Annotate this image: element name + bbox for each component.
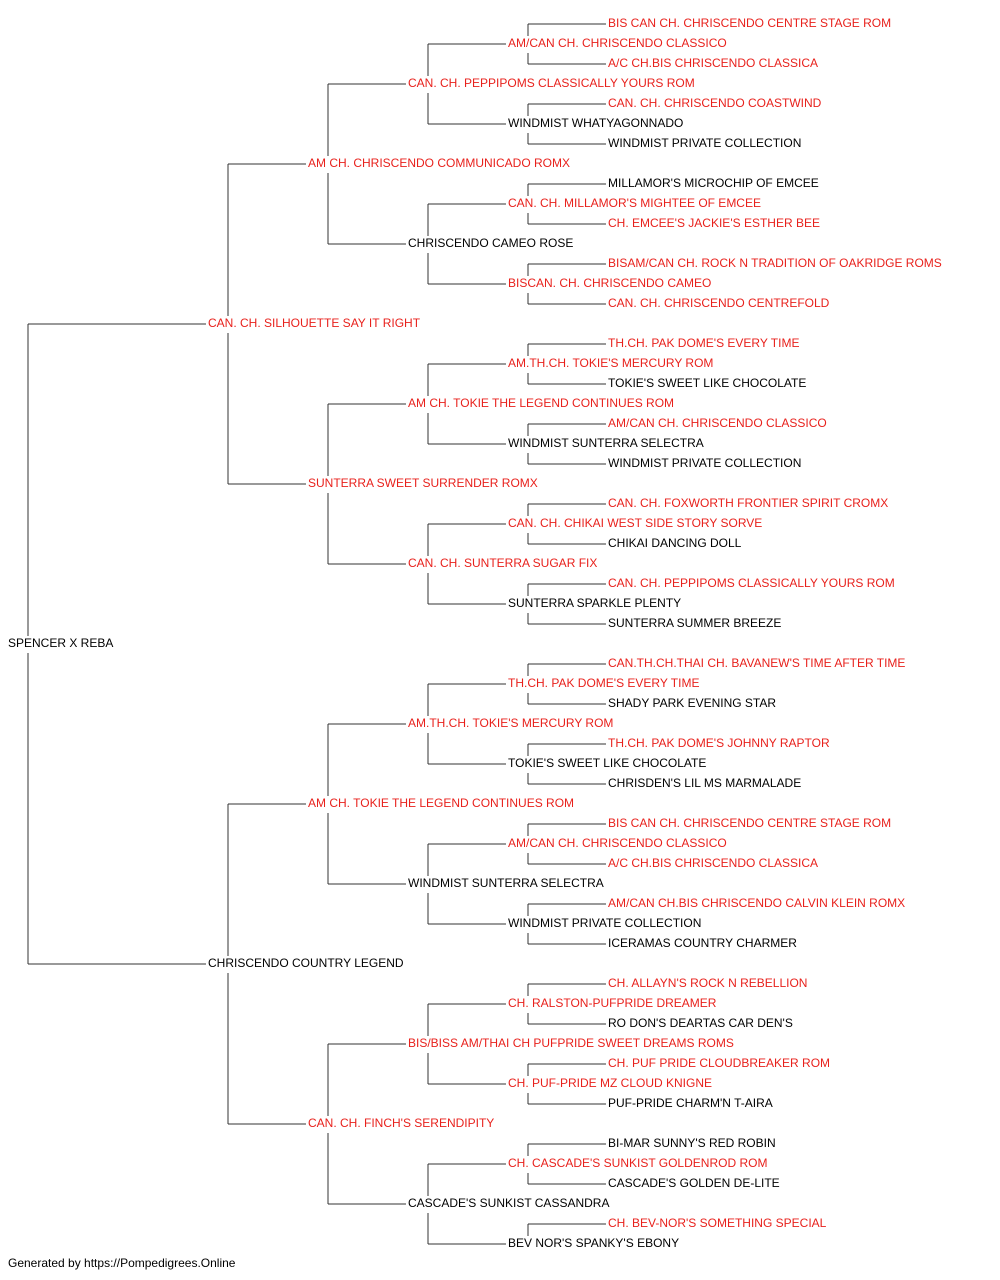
ancestor-name: AM.TH.CH. TOKIE'S MERCURY ROM — [508, 356, 713, 370]
ancestor-name: CASCADE'S SUNKIST CASSANDRA — [408, 1196, 609, 1210]
subject-name: SPENCER X REBA — [8, 636, 113, 650]
ancestor-name: CH. PUF-PRIDE MZ CLOUD KNIGNE — [508, 1076, 712, 1090]
ancestor-name: BIS CAN CH. CHRISCENDO CENTRE STAGE ROM — [608, 816, 891, 830]
ancestor-name: CAN. CH. SUNTERRA SUGAR FIX — [408, 556, 597, 570]
ancestor-name: CHRISDEN'S LIL MS MARMALADE — [608, 776, 801, 790]
ancestor-name: CAN.TH.CH.THAI CH. BAVANEW'S TIME AFTER … — [608, 656, 905, 670]
ancestor-name: BI-MAR SUNNY'S RED ROBIN — [608, 1136, 776, 1150]
ancestor-name: SUNTERRA SPARKLE PLENTY — [508, 596, 681, 610]
ancestor-name: WINDMIST PRIVATE COLLECTION — [608, 456, 801, 470]
ancestor-name: CASCADE'S GOLDEN DE-LITE — [608, 1176, 780, 1190]
ancestor-name: AM.TH.CH. TOKIE'S MERCURY ROM — [408, 716, 613, 730]
ancestor-name: CH. PUF PRIDE CLOUDBREAKER ROM — [608, 1056, 830, 1070]
ancestor-name: BISCAN. CH. CHRISCENDO CAMEO — [508, 276, 711, 290]
ancestor-name: PUF-PRIDE CHARM'N T-AIRA — [608, 1096, 773, 1110]
ancestor-name: TH.CH. PAK DOME'S JOHNNY RAPTOR — [608, 736, 830, 750]
ancestor-name: CHRISCENDO COUNTRY LEGEND — [208, 956, 404, 970]
ancestor-name: SHADY PARK EVENING STAR — [608, 696, 776, 710]
ancestor-name: CH. EMCEE'S JACKIE'S ESTHER BEE — [608, 216, 820, 230]
ancestor-name: CAN. CH. SILHOUETTE SAY IT RIGHT — [208, 316, 421, 330]
ancestor-name: CH. CASCADE'S SUNKIST GOLDENROD ROM — [508, 1156, 767, 1170]
ancestor-name: CAN. CH. MILLAMOR'S MIGHTEE OF EMCEE — [508, 196, 761, 210]
ancestor-name: CAN. CH. CHRISCENDO CENTREFOLD — [608, 296, 830, 310]
ancestor-name: TH.CH. PAK DOME'S EVERY TIME — [508, 676, 699, 690]
ancestor-name: BEV NOR'S SPANKY'S EBONY — [508, 1236, 679, 1250]
ancestor-name: BIS/BISS AM/THAI CH PUFPRIDE SWEET DREAM… — [408, 1036, 734, 1050]
ancestor-name: WINDMIST PRIVATE COLLECTION — [508, 916, 701, 930]
ancestor-name: A/C CH.BIS CHRISCENDO CLASSICA — [608, 856, 818, 870]
ancestor-name: CAN. CH. PEPPIPOMS CLASSICALLY YOURS ROM — [408, 76, 695, 90]
ancestor-name: AM/CAN CH. CHRISCENDO CLASSICO — [508, 36, 727, 50]
ancestor-name: WINDMIST PRIVATE COLLECTION — [608, 136, 801, 150]
ancestor-name: RO DON'S DEARTAS CAR DEN'S — [608, 1016, 793, 1030]
ancestor-name: CHRISCENDO CAMEO ROSE — [408, 236, 573, 250]
ancestor-name: WINDMIST SUNTERRA SELECTRA — [408, 876, 604, 890]
ancestor-name: AM/CAN CH.BIS CHRISCENDO CALVIN KLEIN RO… — [608, 896, 905, 910]
ancestor-name: TH.CH. PAK DOME'S EVERY TIME — [608, 336, 799, 350]
ancestor-name: AM/CAN CH. CHRISCENDO CLASSICO — [608, 416, 827, 430]
pedigree-tree: BIS CAN CH. CHRISCENDO CENTRE STAGE ROM A… — [8, 16, 942, 1250]
ancestor-name: AM CH. TOKIE THE LEGEND CONTINUES ROM — [308, 796, 574, 810]
ancestor-name: SUNTERRA SUMMER BREEZE — [608, 616, 781, 630]
ancestor-name: CH. RALSTON-PUFPRIDE DREAMER — [508, 996, 717, 1010]
ancestor-name: TOKIE'S SWEET LIKE CHOCOLATE — [508, 756, 706, 770]
ancestor-name: ICERAMAS COUNTRY CHARMER — [608, 936, 797, 950]
ancestor-name: CHIKAI DANCING DOLL — [608, 536, 742, 550]
ancestor-name: SUNTERRA SWEET SURRENDER ROMX — [308, 476, 538, 490]
ancestor-name: CAN. CH. CHIKAI WEST SIDE STORY SORVE — [508, 516, 762, 530]
ancestor-name: WINDMIST SUNTERRA SELECTRA — [508, 436, 704, 450]
ancestor-name: WINDMIST WHATYAGONNADO — [508, 116, 683, 130]
ancestor-name: AM/CAN CH. CHRISCENDO CLASSICO — [508, 836, 727, 850]
ancestor-name: CH. ALLAYN'S ROCK N REBELLION — [608, 976, 807, 990]
ancestor-name: TOKIE'S SWEET LIKE CHOCOLATE — [608, 376, 806, 390]
ancestor-name: AM CH. CHRISCENDO COMMUNICADO ROMX — [308, 156, 570, 170]
ancestor-name: MILLAMOR'S MICROCHIP OF EMCEE — [608, 176, 819, 190]
ancestor-name: A/C CH.BIS CHRISCENDO CLASSICA — [608, 56, 818, 70]
ancestor-name: CAN. CH. CHRISCENDO COASTWIND — [608, 96, 822, 110]
ancestor-name: CAN. CH. FOXWORTH FRONTIER SPIRIT CROMX — [608, 496, 888, 510]
ancestor-name: CH. BEV-NOR'S SOMETHING SPECIAL — [608, 1216, 827, 1230]
ancestor-name: AM CH. TOKIE THE LEGEND CONTINUES ROM — [408, 396, 674, 410]
ancestor-name: CAN. CH. FINCH'S SERENDIPITY — [308, 1116, 494, 1130]
footer-credit: Generated by https://Pompedigrees.Online — [8, 1256, 236, 1270]
ancestor-name: BISAM/CAN CH. ROCK N TRADITION OF OAKRID… — [608, 256, 942, 270]
ancestor-name: CAN. CH. PEPPIPOMS CLASSICALLY YOURS ROM — [608, 576, 895, 590]
ancestor-name: BIS CAN CH. CHRISCENDO CENTRE STAGE ROM — [608, 16, 891, 30]
